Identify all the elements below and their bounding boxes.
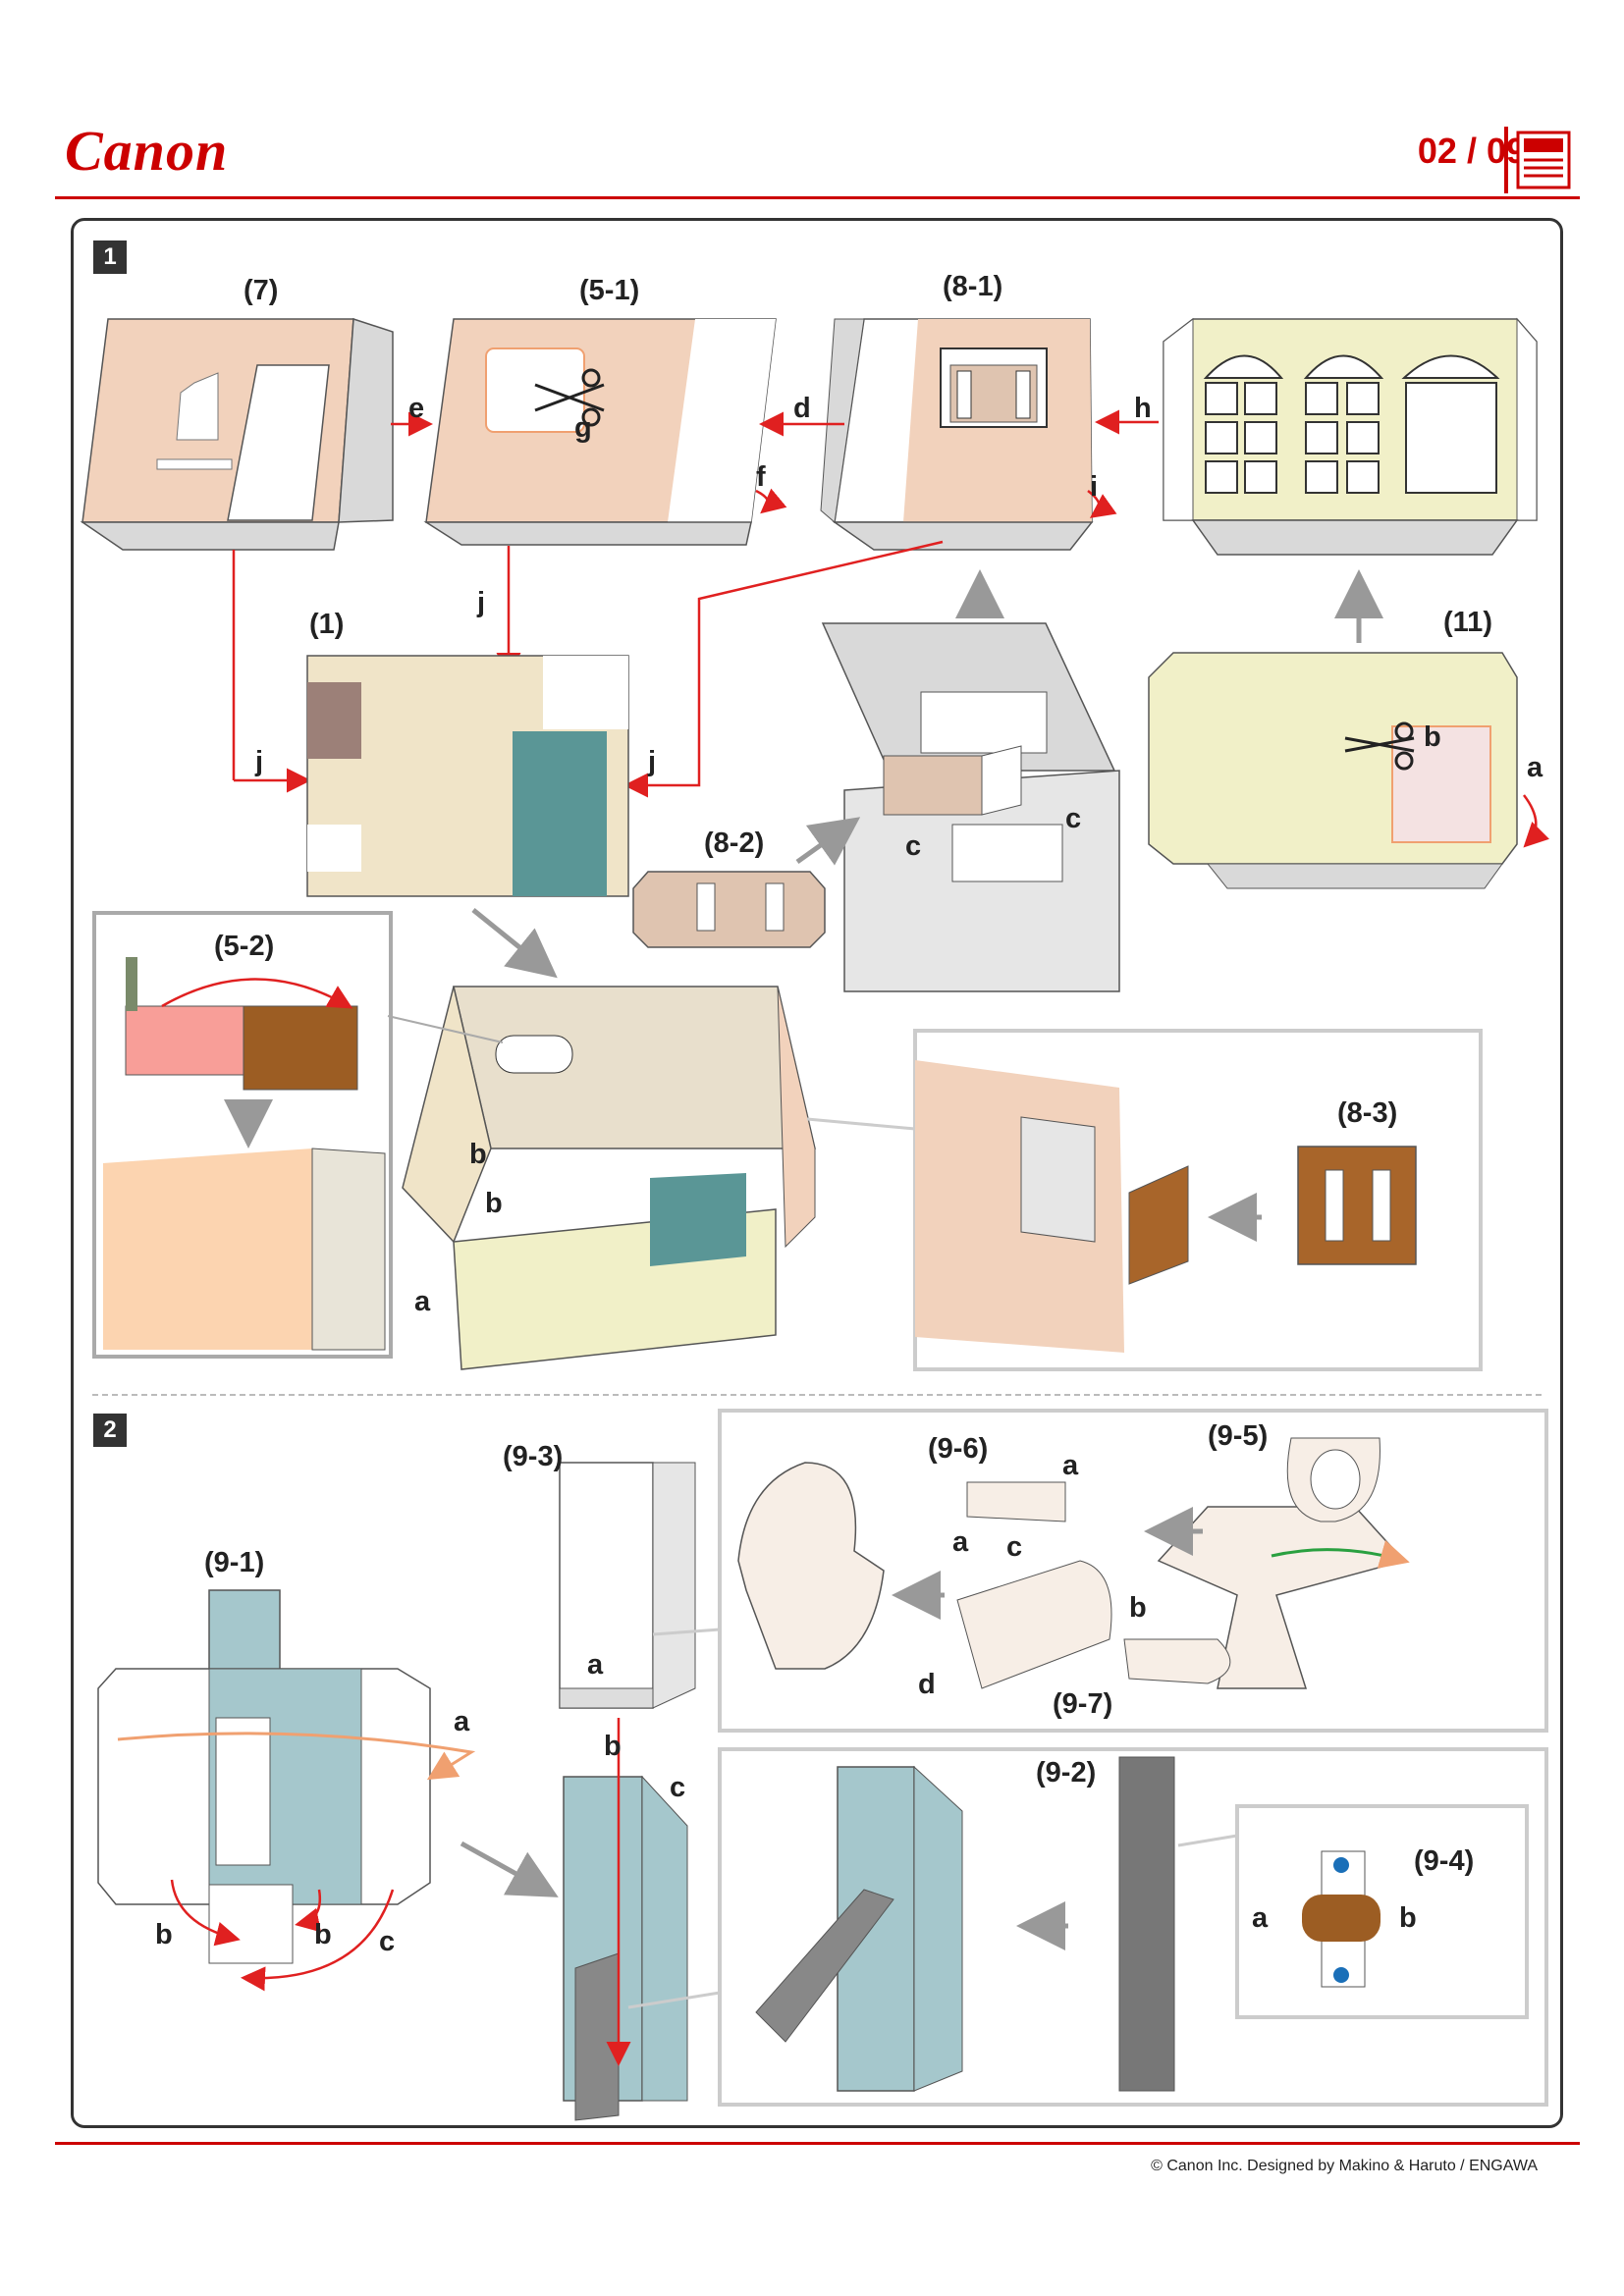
part-1 [306,655,629,897]
scissors-icon [1344,721,1415,771]
step-label-9-5: (9-5) [1208,1420,1269,1452]
letter-a-9-6-left: a [952,1526,969,1558]
callout-5-2 [387,1015,504,1043]
step-label-9-6: (9-6) [928,1433,989,1465]
arrow-1-down [471,908,558,979]
letter-a-11: a [1527,752,1543,783]
part-8-1 [820,318,1094,551]
part-7 [80,317,394,551]
step-label-1: (1) [309,609,345,640]
instruction-frame [71,218,1563,2128]
top-row-arrows [232,409,1549,848]
letter-c-9-6: c [1006,1531,1023,1563]
step-label-11: (11) [1443,607,1492,638]
letter-a-room: a [414,1286,431,1317]
letter-d: d [793,393,811,424]
part-11 [1148,652,1518,889]
letter-a-9-3: a [587,1649,604,1681]
part-9-booth [563,1718,688,2121]
callout-8-3 [806,1117,916,1131]
step-label-8-1: (8-1) [943,271,1003,302]
letter-b-9-4: b [1399,1902,1417,1934]
letter-e: e [408,393,425,424]
part-8-2 [632,871,826,948]
step-label-7: (7) [244,275,279,306]
document-icon[interactable] [1502,123,1577,197]
letter-j-left: j [255,746,264,777]
letter-c-booth: c [670,1772,686,1803]
panel-9-5-9-7 [718,1409,1548,1733]
step-label-9-1: (9-1) [204,1547,265,1578]
arrow-8-2 [795,817,861,866]
inset-5-2 [92,911,393,1359]
copyright: © Canon Inc. Designed by Makino & Haruto… [1151,2158,1538,2174]
step-label-5-2: (5-2) [214,931,275,962]
arrow-9-1 [460,1841,559,1897]
letter-j-top: j [477,587,486,618]
letter-b-9-1-left: b [155,1919,173,1950]
letter-a-9-4: a [1252,1902,1269,1934]
section-badge-2: 2 [93,1414,127,1447]
letter-j-right: j [648,746,657,777]
step-label-9-4: (9-4) [1414,1845,1475,1877]
letter-h: h [1134,393,1152,424]
section-divider [92,1394,1542,1396]
callout-9-2 [627,1991,721,2009]
inset-8-3 [913,1029,1483,1371]
scissors-icon [534,368,605,427]
letter-i: i [1090,471,1099,503]
step-label-8-3: (8-3) [1337,1097,1398,1129]
part-11-assembled [1163,317,1538,556]
letter-b-room-2: b [485,1188,503,1219]
step-label-5-1: (5-1) [579,275,640,306]
letter-b-9-6: b [1129,1592,1147,1624]
letter-a-9-1: a [454,1706,470,1737]
letter-c-right: c [1065,803,1082,834]
letter-f: f [756,461,766,493]
step-label-8-2: (8-2) [704,828,765,859]
footer-rule [55,2142,1580,2145]
step-label-9-7: (9-7) [1053,1688,1113,1720]
step-label-9-2: (9-2) [1036,1757,1097,1789]
header-rule [55,196,1580,199]
part-9-1 [97,1589,476,1992]
letter-c-9-1: c [379,1926,396,1957]
section-badge-1: 1 [93,240,127,274]
letter-b-11: b [1424,721,1441,753]
step-label-9-3: (9-3) [503,1441,564,1472]
letter-g: g [574,412,592,444]
callout-9-4 [1177,1834,1238,1847]
letter-c-left: c [905,830,922,862]
room-assembly [402,986,816,1370]
part-8-assembly [821,622,1120,992]
letter-b-room-1: b [469,1139,487,1170]
part-5-1 [423,318,777,546]
letter-d-9-6: d [918,1669,936,1700]
panel-9-2-9-4 [718,1747,1548,2107]
canon-logo: Canon [65,119,229,183]
letter-a-9-6-top: a [1062,1450,1079,1481]
letter-b-booth: b [604,1731,622,1762]
letter-b-9-1-right: b [314,1919,332,1950]
callout-9-6 [652,1628,721,1636]
part-9-3 [559,1462,696,1709]
